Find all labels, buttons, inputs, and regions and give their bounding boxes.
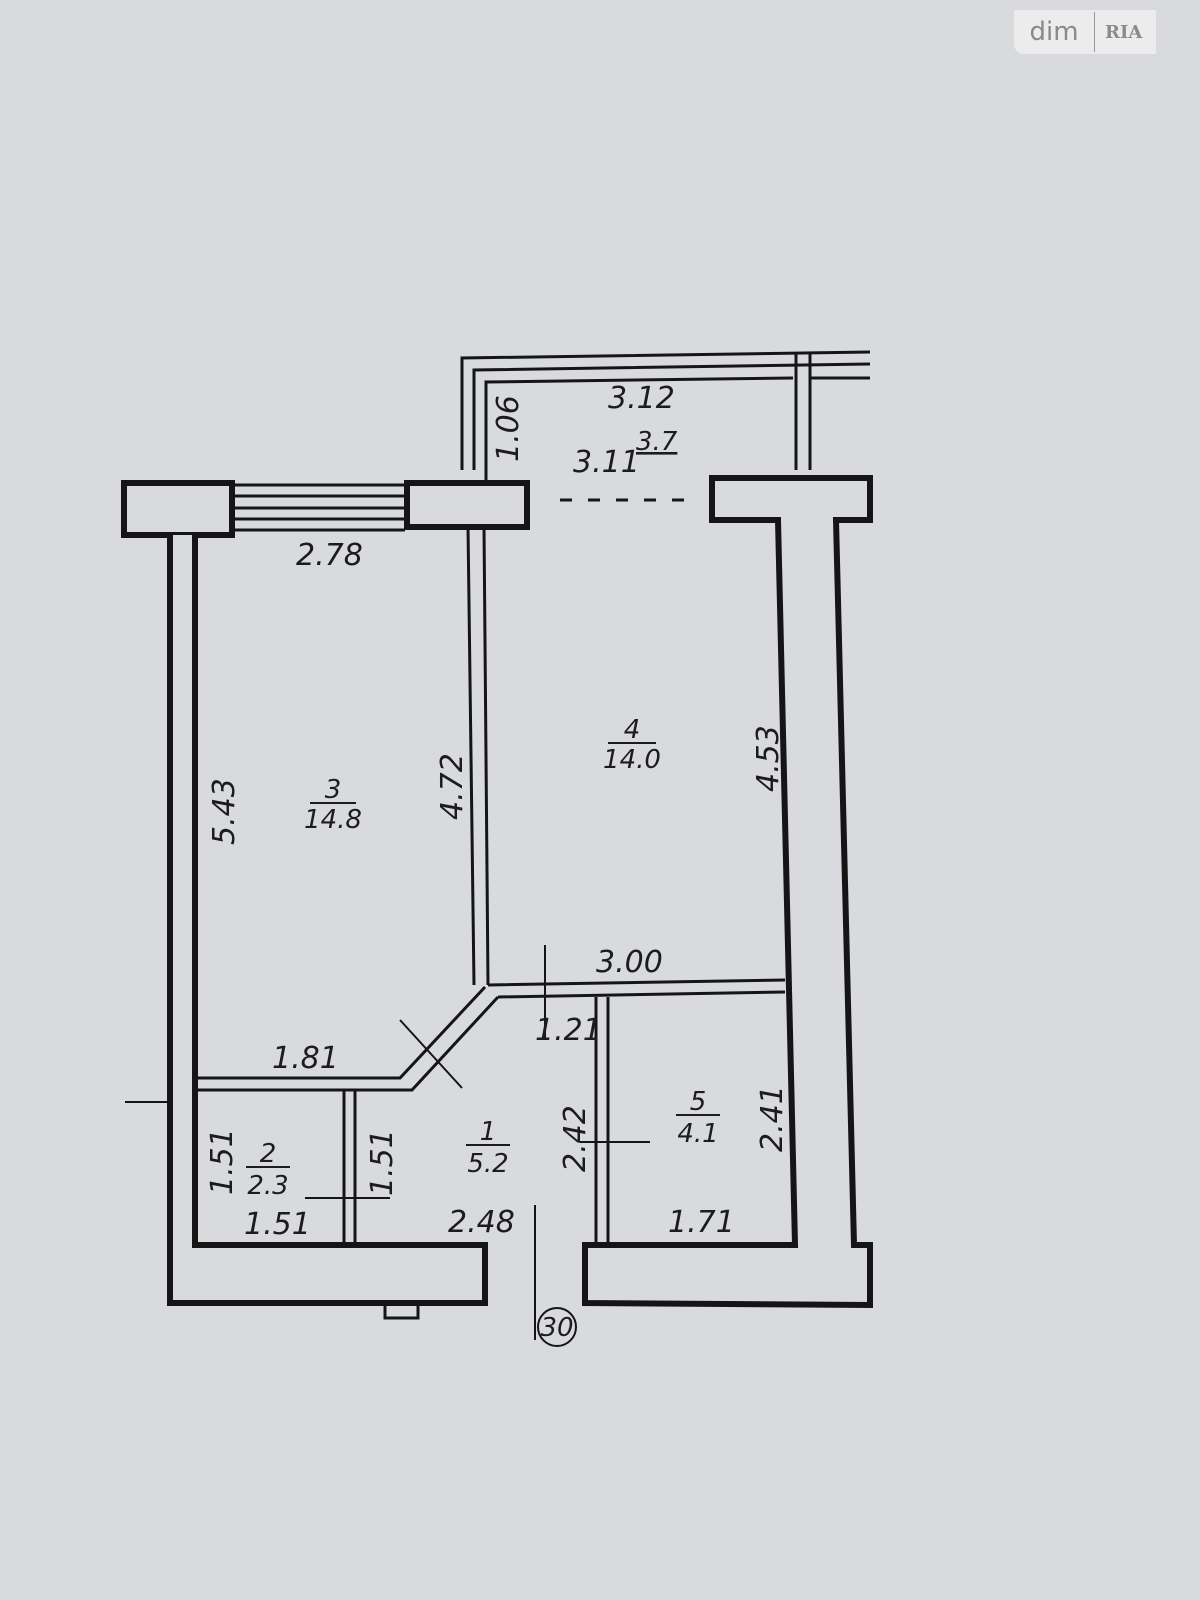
room5-number: 5 bbox=[690, 1087, 707, 1117]
room4-number: 4 bbox=[624, 715, 641, 745]
watermark-brand: dim bbox=[1014, 12, 1095, 52]
balcony-railing bbox=[460, 350, 871, 502]
balcony-area: 3.7 bbox=[636, 427, 678, 457]
hall-top: 1.21 bbox=[535, 1013, 602, 1048]
watermark-ria: RIA bbox=[1105, 21, 1143, 43]
axis-marker: 30 bbox=[540, 1313, 573, 1343]
room3-number: 3 bbox=[325, 775, 342, 805]
room2-number: 2 bbox=[260, 1139, 277, 1169]
room3-width: 2.78 bbox=[296, 538, 363, 573]
room5-width: 1.71 bbox=[668, 1205, 735, 1240]
room1-number: 1 bbox=[480, 1117, 497, 1147]
room3-area: 14.8 bbox=[304, 805, 362, 835]
room3-bottom: 1.81 bbox=[272, 1041, 339, 1076]
room4-length: 4.53 bbox=[751, 725, 786, 792]
room5-area: 4.1 bbox=[677, 1119, 718, 1149]
window bbox=[232, 483, 405, 532]
balcony-width-top: 3.12 bbox=[608, 381, 675, 416]
room2-width: 1.51 bbox=[244, 1207, 311, 1242]
room3-length: 5.43 bbox=[207, 778, 242, 845]
balcony-depth: 1.06 bbox=[491, 395, 526, 462]
balcony-width: 3.11 bbox=[573, 445, 640, 480]
walls bbox=[121, 350, 873, 1340]
room3-inner: 4.72 bbox=[435, 753, 470, 820]
room1-area: 5.2 bbox=[467, 1149, 508, 1179]
hall-width: 2.48 bbox=[448, 1205, 515, 1240]
room4-width: 3.00 bbox=[596, 945, 663, 980]
axis-marker-circle bbox=[537, 1307, 577, 1347]
room5-height: 2.41 bbox=[755, 1085, 790, 1152]
room2-height: 1.51 bbox=[205, 1128, 240, 1195]
hall-side: 1.51 bbox=[365, 1129, 400, 1196]
room4-area: 14.0 bbox=[603, 745, 661, 775]
hall-length: 2.42 bbox=[558, 1105, 593, 1172]
watermark-logo: dim RIA bbox=[1014, 10, 1156, 54]
room2-area: 2.3 bbox=[247, 1171, 288, 1201]
